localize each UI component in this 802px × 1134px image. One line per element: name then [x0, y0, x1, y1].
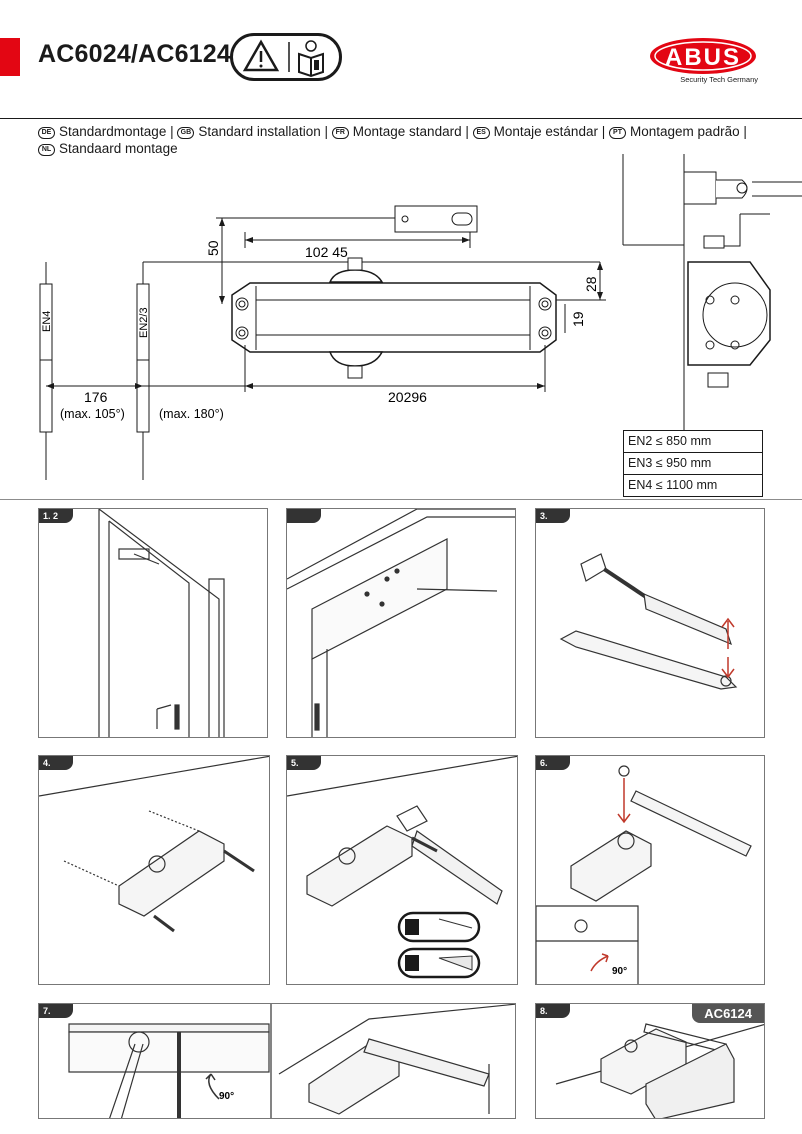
mount-arm-illustration	[287, 756, 517, 979]
dim-28: 28	[583, 276, 599, 292]
header-divider	[0, 118, 802, 119]
step-panel-2	[286, 508, 516, 738]
step-badge: 8.	[536, 1004, 570, 1018]
lang-separator: |	[324, 124, 328, 139]
cover-illustration	[555, 1023, 764, 1118]
door-frame-illustration	[98, 509, 225, 737]
variant-badge: AC6124	[692, 1004, 764, 1023]
lang-label-fr: Montage standard	[352, 124, 462, 139]
step-panel-4: 4.	[38, 755, 270, 985]
read-manual-icon	[298, 40, 324, 78]
en-row: EN4 ≤ 1100 mm	[628, 478, 718, 492]
step-panel-6: 6. 90°	[535, 755, 765, 985]
logo-wordmark: ABUS	[664, 44, 741, 71]
lang-label-pt: Montagem padrão	[630, 124, 740, 139]
hint-pill-2	[397, 947, 481, 979]
step-panel-8: 8. AC6124	[535, 1003, 765, 1119]
dimension-drawing: 50 102 45 28 19 176 20296 (max. 105°) (m…	[0, 154, 802, 500]
mount-body-illustration	[39, 756, 269, 933]
hint-pill-1	[397, 911, 481, 943]
lang-label-es: Montaje estándar	[493, 124, 598, 139]
template-illustration	[287, 509, 515, 737]
en-row: EN3 ≤ 950 mm	[624, 453, 762, 475]
lang-separator: |	[601, 124, 606, 139]
lang-code-es: ES	[472, 127, 490, 139]
logo-tagline: Security Tech Germany	[680, 75, 758, 84]
dim-102: 102 45	[305, 244, 348, 260]
adjust-arm-illustration: 90°	[68, 1004, 515, 1118]
arm-assembly-illustration	[559, 553, 738, 690]
lang-code-nl: NL	[38, 144, 55, 156]
step-badge: 7.	[39, 1004, 73, 1018]
step-panel-1: 1. 2	[38, 508, 268, 738]
step-badge: 3.	[536, 509, 570, 523]
step-badge	[287, 509, 321, 523]
angle-90-label: 90°	[219, 1091, 234, 1102]
max-105-label: (max. 105°)	[60, 407, 125, 421]
abus-logo: ABUS Security Tech Germany	[648, 36, 758, 86]
step-panel-3: 3.	[535, 508, 765, 738]
lang-label-nl: Standaard montage	[59, 141, 178, 156]
step-panel-7: 7. 90°	[38, 1003, 516, 1119]
en-row: EN2 ≤ 850 mm	[624, 431, 762, 453]
dim-176: 176	[84, 389, 108, 405]
dim-19: 19	[570, 311, 586, 327]
warning-triangle-icon	[242, 39, 280, 72]
lang-separator: |	[743, 124, 747, 139]
safety-icons	[230, 33, 342, 81]
lang-code-pt: PT	[609, 127, 627, 139]
lang-code-de: DE	[38, 127, 55, 139]
max-180-label: (max. 180°)	[159, 407, 224, 421]
en23-label: EN2/3	[138, 307, 150, 338]
language-line-2: NL Standaard montage	[38, 141, 178, 156]
step-panel-5: 5.	[286, 755, 518, 985]
step-badge: 4.	[39, 756, 73, 770]
en4-label: EN4	[41, 311, 53, 332]
dim-50: 50	[205, 240, 221, 256]
lang-separator: |	[465, 124, 469, 139]
dim-20296: 20296	[388, 389, 427, 405]
lang-code-gb: GB	[177, 127, 195, 139]
lang-separator: |	[170, 124, 174, 139]
fix-arm-illustration: 90°	[536, 765, 752, 984]
lang-label-de: Standardmontage	[59, 124, 167, 139]
red-accent-bar	[0, 38, 20, 76]
angle-90-label: 90°	[612, 966, 627, 977]
en-class-table: EN2 ≤ 850 mm EN3 ≤ 950 mm EN4 ≤ 1100 mm	[623, 430, 763, 497]
step-badge: 5.	[287, 756, 321, 770]
lang-label-gb: Standard installation	[198, 124, 321, 139]
page-title: AC6024/AC6124	[38, 40, 231, 68]
step-badge: 6.	[536, 756, 570, 770]
lang-code-fr: FR	[331, 127, 349, 139]
step-badge: 1. 2	[39, 509, 73, 523]
